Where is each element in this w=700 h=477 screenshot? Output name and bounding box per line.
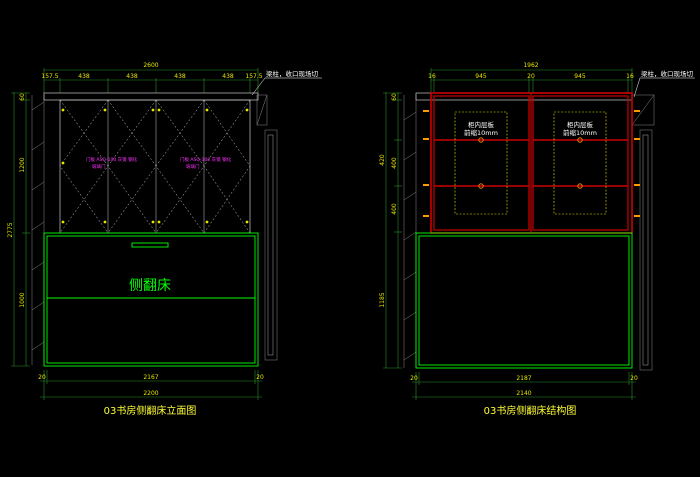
left-top-seg-0: 157.5 (41, 73, 58, 80)
right-drawing-title: 03书房侧翻床结构图 (484, 404, 577, 417)
right-side-dimensions (383, 92, 402, 369)
left-top-dimensions (43, 68, 259, 93)
right-structure-drawing: 1962 16 945 20 945 16 420 60 400 400 118… (379, 62, 695, 417)
left-bottom-total-dim: 2200 (143, 390, 158, 397)
left-shelf-label-line1: 柜内层板 (468, 120, 495, 129)
left-upper-cabinet (43, 92, 259, 234)
fold-bed-label: 侧翻床 (129, 278, 171, 294)
left-elevation-drawing: 2600 157.5 438 438 438 438 157.5 2775 60… (7, 62, 322, 417)
right-side-dim-shelf-b: 400 (391, 203, 398, 215)
left-bottom-seg-1: 2167 (143, 374, 158, 381)
right-upper-cabinet (415, 92, 640, 234)
right-top-seg-4: 16 (626, 73, 634, 80)
left-bottom-seg-2: 20 (256, 374, 264, 381)
left-bottom-dimensions (40, 370, 262, 400)
right-top-seg-2: 20 (527, 73, 535, 80)
left-shelf-label-line2: 前缩10mm (464, 128, 498, 137)
right-top-seg-0: 16 (428, 73, 436, 80)
left-beam-column (256, 94, 278, 361)
left-top-seg-2: 438 (126, 73, 138, 80)
right-side-dim-lower: 1185 (379, 292, 386, 307)
right-door-note-a: 门板 ASQ-100 灰镜 钢化 (180, 156, 232, 163)
left-bottom-seg-0: 20 (38, 374, 46, 381)
left-side-dim-top: 60 (19, 93, 26, 101)
left-beam-leader (251, 77, 322, 96)
right-bottom-total-dim: 2140 (516, 390, 531, 397)
left-beam-note: 梁柱，收口现场切 (266, 69, 319, 78)
right-beam-column (631, 94, 655, 371)
left-top-seg-6: 157.5 (245, 73, 262, 80)
right-bottom-seg-0: 20 (410, 375, 418, 382)
left-door-note-a: 门板 ASQ-100 灰镜 钢化 (86, 156, 138, 163)
right-side-dim-top: 60 (391, 93, 398, 101)
right-beam-leader (633, 77, 695, 98)
left-wall-hatch (31, 95, 45, 365)
left-side-dim-lower: 1000 (19, 292, 26, 307)
right-door-note-b: 玻璃门 (186, 163, 200, 170)
left-side-dim-total: 2775 (7, 222, 14, 237)
right-top-seg-1: 945 (475, 73, 487, 80)
left-bed-frame (43, 232, 259, 367)
right-bottom-seg-1: 2187 (516, 375, 531, 382)
right-wall-hatch (403, 95, 417, 368)
left-side-dimensions (11, 92, 30, 367)
left-top-seg-3: 438 (174, 73, 186, 80)
right-shelf-label-line1: 柜内层板 (567, 120, 594, 129)
left-top-seg-4: 438 (222, 73, 234, 80)
right-bed-frame (415, 232, 633, 369)
right-bottom-seg-2: 20 (630, 375, 638, 382)
right-beam-note: 梁柱，收口现场切 (641, 69, 694, 78)
left-top-total-dim: 2600 (143, 62, 158, 69)
right-top-seg-3: 945 (574, 73, 586, 80)
right-top-dimensions (430, 68, 633, 93)
right-bottom-dimensions (412, 372, 636, 400)
right-shelf-label-line2: 前缩10mm (563, 128, 597, 137)
right-side-dim-shelf-a: 400 (391, 157, 398, 169)
left-top-seg-1: 438 (78, 73, 90, 80)
right-top-total-dim: 1962 (523, 62, 538, 69)
left-drawing-title: 03书房侧翻床立面图 (104, 404, 197, 417)
left-door-note-b: 玻璃门 (92, 163, 106, 170)
right-side-dim-upper-total: 420 (379, 154, 386, 166)
left-side-dim-upper: 1200 (19, 157, 26, 172)
